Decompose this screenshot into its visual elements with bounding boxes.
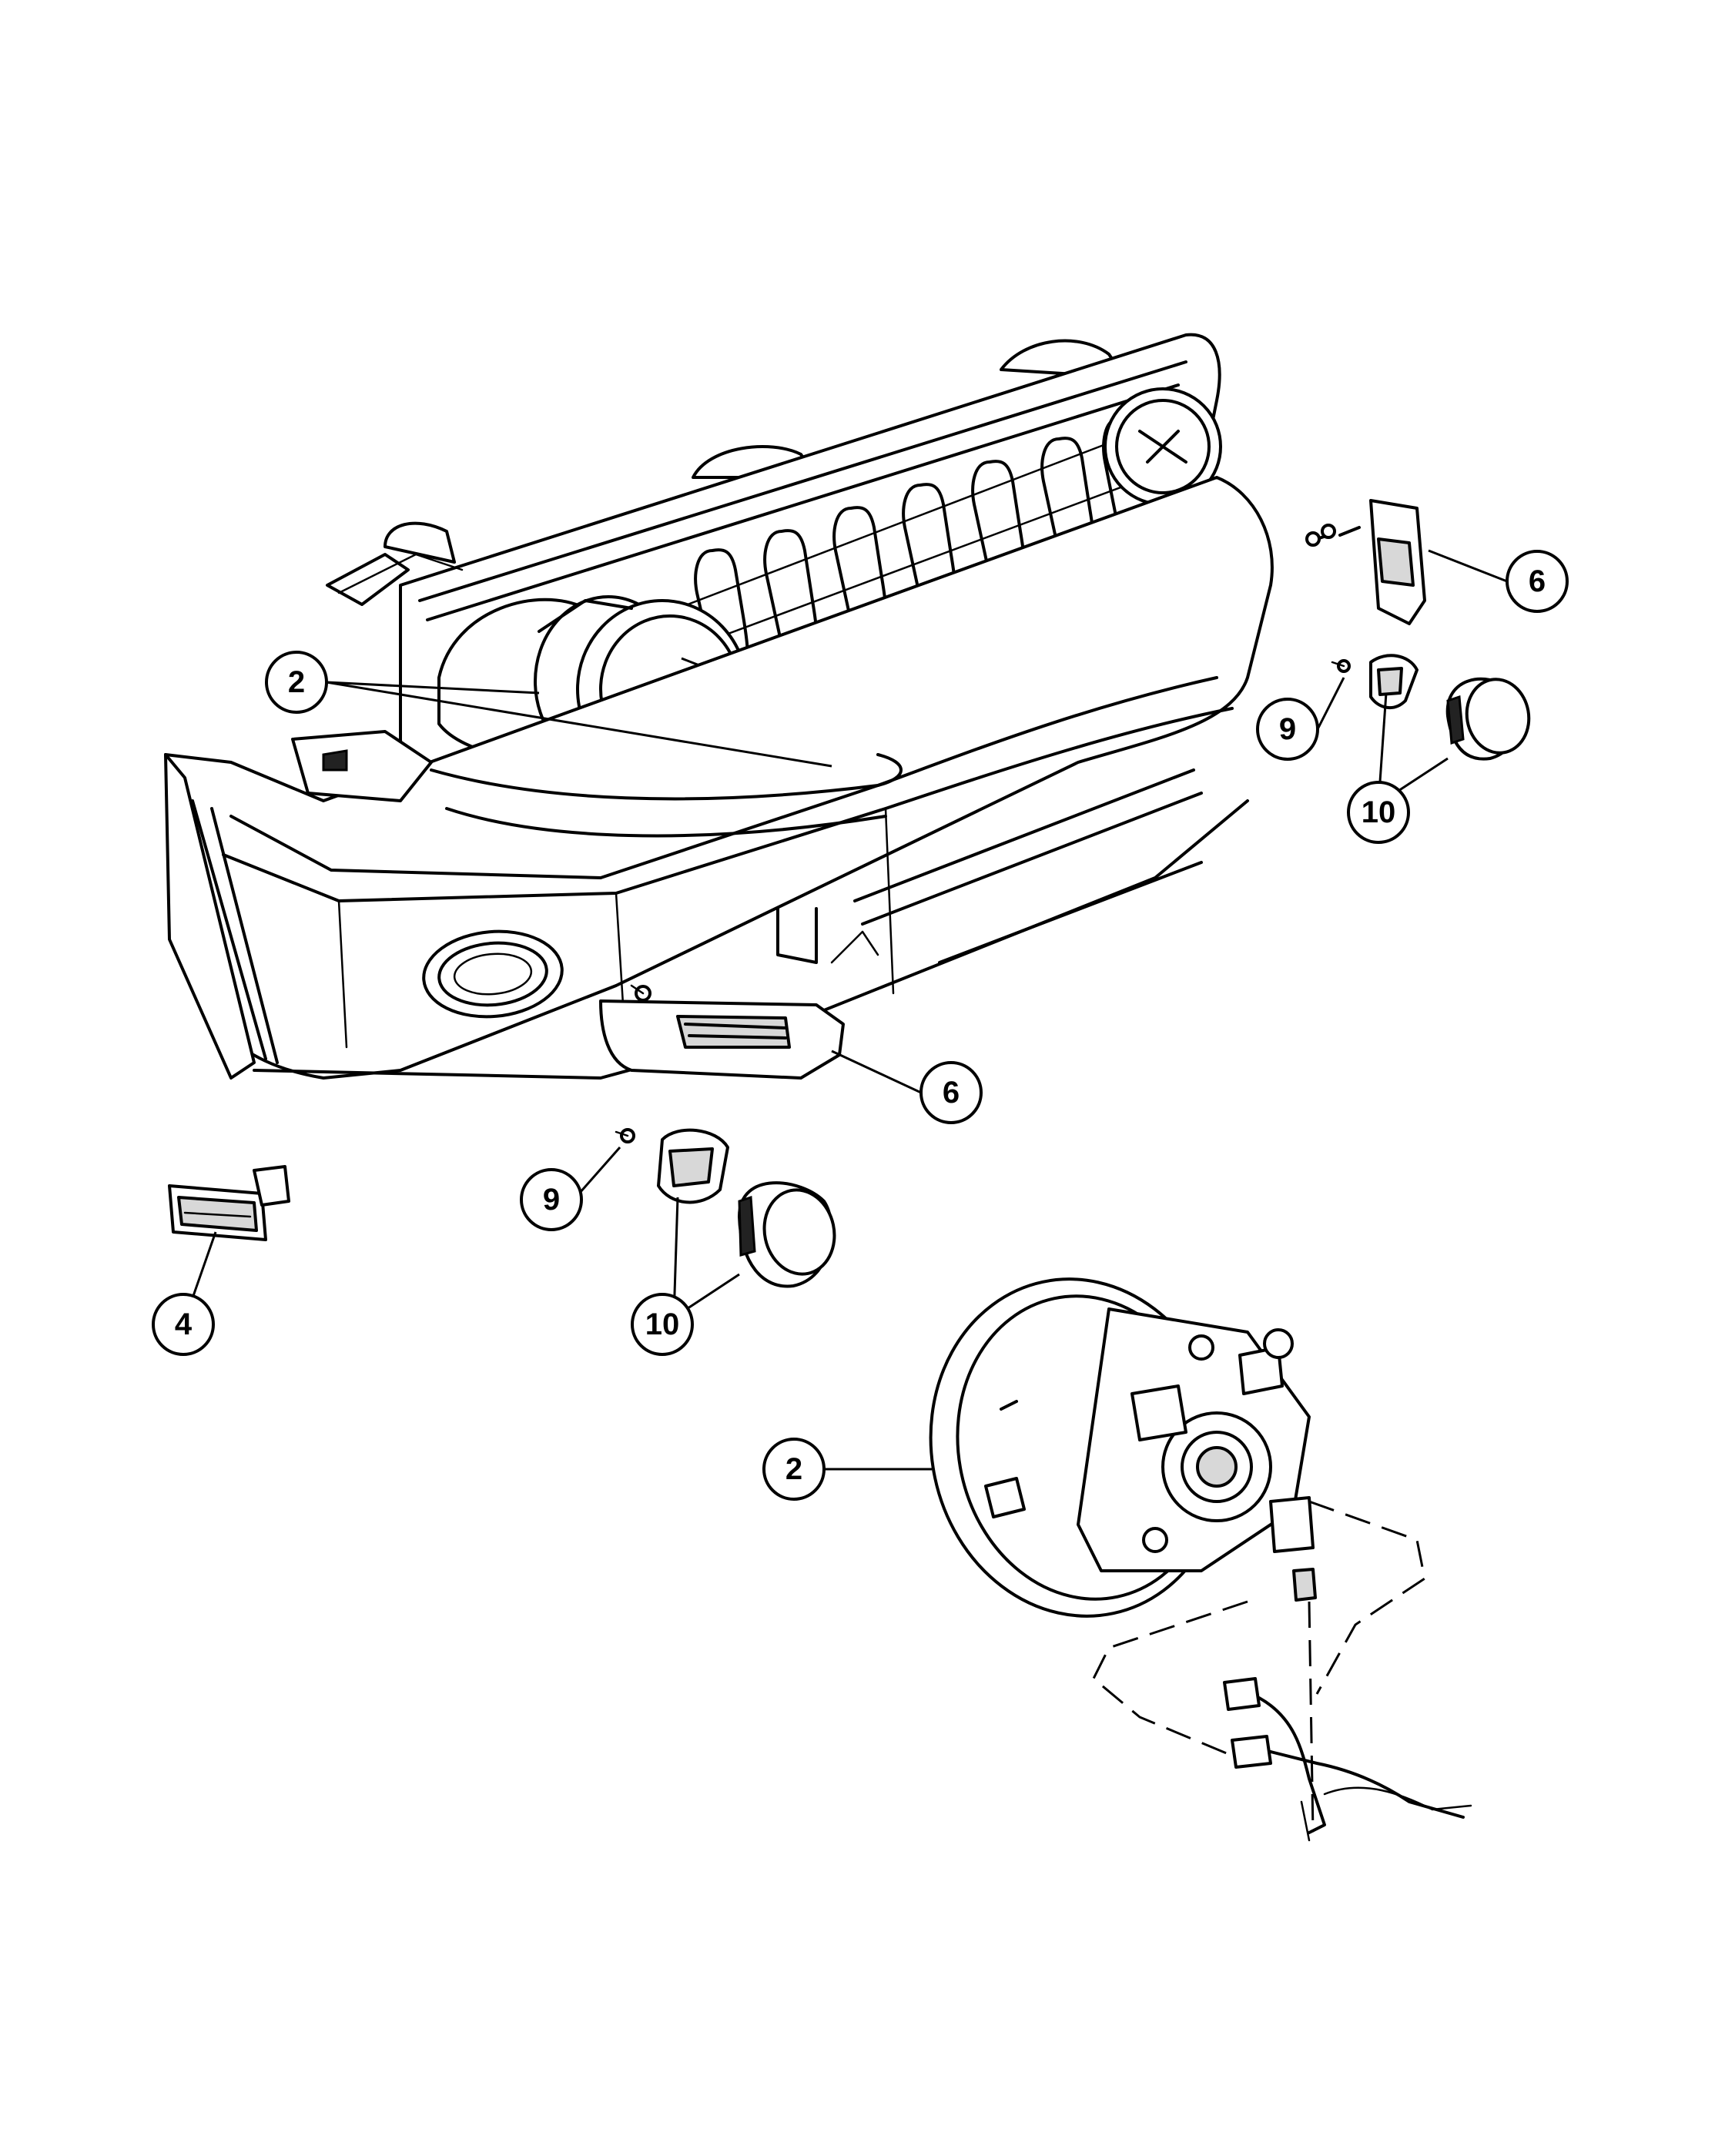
side-marker-lower (599, 984, 845, 1080)
callout-6-upper-label: 6 (1529, 564, 1546, 598)
callout-2-lower: 2 (762, 1438, 826, 1501)
side-marker-upper (1305, 499, 1426, 625)
fog-lamp-lower (615, 1128, 836, 1288)
callout-9-lower-label: 9 (543, 1183, 560, 1217)
callout-10-lower: 10 (631, 1293, 694, 1356)
callout-6-lower: 6 (919, 1061, 983, 1124)
repeater-lamp (168, 1165, 290, 1241)
callout-10-lower-label: 10 (645, 1307, 680, 1341)
headlamp-detail (929, 1277, 1472, 1842)
callout-6-lower-label: 6 (943, 1076, 960, 1110)
front-fascia-assembly (164, 333, 1274, 1080)
fog-lamp-upper (1331, 654, 1531, 761)
callout-10-upper-label: 10 (1362, 795, 1396, 829)
callout-2-upper: 2 (265, 651, 328, 714)
callout-9-upper-label: 9 (1279, 712, 1296, 746)
callout-2-lower-label: 2 (785, 1452, 802, 1486)
callout-2-upper-label: 2 (288, 665, 305, 699)
callout-10-upper: 10 (1347, 781, 1410, 844)
callout-4: 4 (152, 1293, 215, 1356)
callout-9-upper: 9 (1256, 698, 1319, 761)
callout-4-label: 4 (175, 1307, 193, 1341)
callout-9-lower: 9 (520, 1168, 583, 1231)
callout-6-upper: 6 (1506, 550, 1569, 613)
